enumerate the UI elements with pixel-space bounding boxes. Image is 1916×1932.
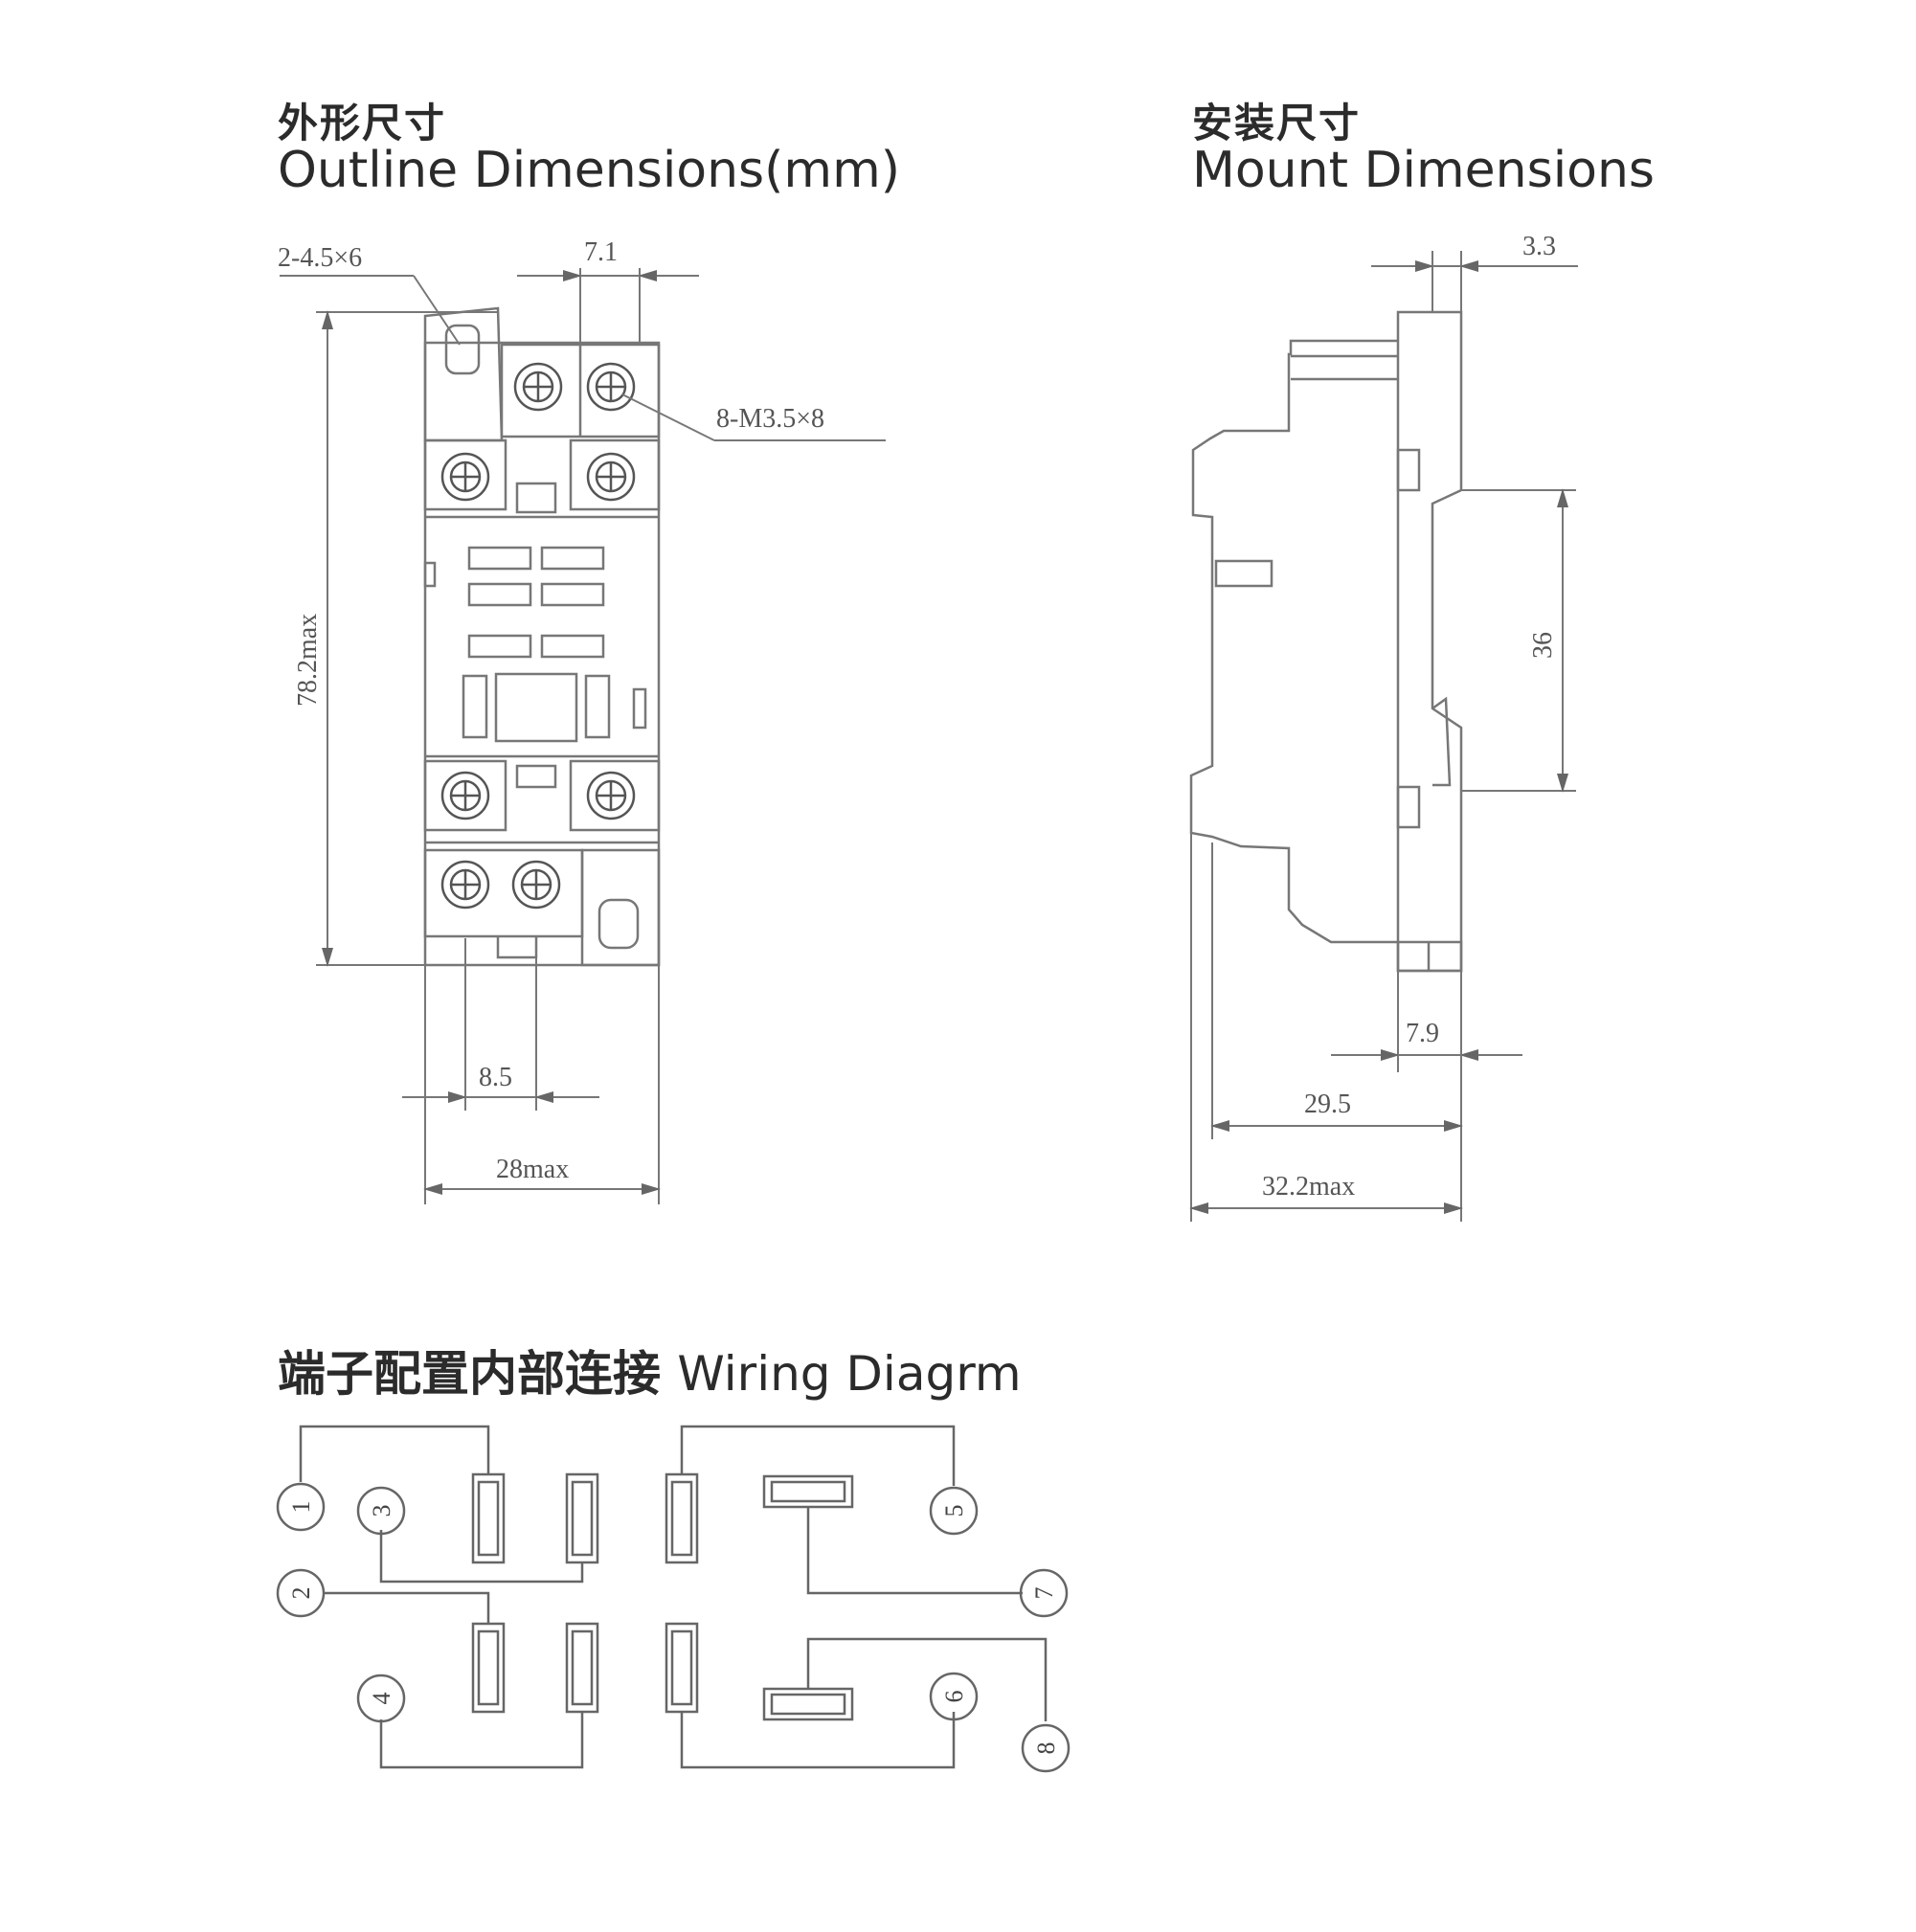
wire-2 xyxy=(324,1591,490,1624)
wiring-title-cn: 端子配置内部连接 xyxy=(278,1346,661,1402)
dim-rail-spacing: 36 xyxy=(1528,632,1558,659)
terminal-circle-2 xyxy=(276,1568,326,1618)
wire-4 xyxy=(379,1712,584,1769)
dim-terminal-pitch-top: 7.1 xyxy=(584,237,618,267)
wire-1 xyxy=(299,1425,490,1482)
dim-width: 28max xyxy=(496,1155,569,1184)
terminal-label-7: 7 xyxy=(1030,1587,1058,1600)
screw-heads xyxy=(440,362,636,910)
terminal-box-r2 xyxy=(569,438,661,511)
mount-title-cn: 安装尺寸 xyxy=(1192,100,1362,146)
dim-bottom-offset: 7.9 xyxy=(1406,1019,1439,1048)
clip-slot-bottom xyxy=(1396,785,1421,829)
terminal-circle-4 xyxy=(356,1674,406,1723)
terminal-label-1: 1 xyxy=(287,1501,315,1514)
terminal-box-l3 xyxy=(423,759,507,832)
outline-dimension-lines xyxy=(280,268,886,1204)
dim-depth: 29.5 xyxy=(1304,1090,1351,1119)
clip-slot-top xyxy=(1396,448,1421,492)
terminal-circle-5 xyxy=(929,1486,979,1536)
coil-window xyxy=(494,672,578,743)
dim-screws: 8-M3.5×8 xyxy=(716,404,824,434)
terminal-circle-8 xyxy=(1021,1723,1071,1773)
mount-drawing xyxy=(1189,310,1463,973)
dim-overall-depth: 32.2max xyxy=(1262,1172,1355,1202)
dim-mount-holes: 2-4.5×6 xyxy=(278,243,362,273)
mount-hole-top xyxy=(444,324,481,375)
dim-top-offset: 3.3 xyxy=(1522,232,1556,261)
wiring-title-en: Wiring Diagrm xyxy=(677,1346,1022,1402)
terminal-label-6: 6 xyxy=(940,1691,968,1703)
terminal-label-8: 8 xyxy=(1032,1742,1060,1755)
wire-7 xyxy=(806,1507,1023,1595)
terminal-label-3: 3 xyxy=(368,1505,395,1517)
terminal-circle-7 xyxy=(1019,1568,1069,1618)
terminal-box-r3 xyxy=(569,759,661,832)
outline-title-en: Outline Dimensions(mm) xyxy=(278,142,901,199)
wiring-title: 端子配置内部连接 Wiring Diagrm xyxy=(278,1336,1022,1404)
terminal-label-5: 5 xyxy=(940,1505,968,1517)
outline-title-cn: 外形尺寸 xyxy=(278,100,447,146)
outline-drawing xyxy=(423,306,661,967)
wire-8 xyxy=(806,1637,1048,1721)
din-clip xyxy=(1396,310,1463,973)
terminal-circle-1 xyxy=(276,1482,326,1532)
side-body xyxy=(1189,339,1398,944)
mount-hole-bottom xyxy=(597,898,640,950)
terminal-label-4: 4 xyxy=(368,1693,395,1705)
terminal-circle-6 xyxy=(929,1672,979,1721)
terminal-label-2: 2 xyxy=(287,1587,315,1600)
bottom-mount-tab xyxy=(580,848,661,967)
mount-dimension-lines xyxy=(1189,251,1578,1222)
wire-5 xyxy=(680,1425,956,1486)
wire-3 xyxy=(379,1530,584,1584)
mount-title-en: Mount Dimensions xyxy=(1192,142,1656,199)
terminal-circle-3 xyxy=(356,1486,406,1536)
wire-6 xyxy=(680,1712,956,1769)
dim-terminal-pitch-bottom: 8.5 xyxy=(479,1063,512,1092)
terminal-box-l2 xyxy=(423,438,507,511)
dim-height: 78.2max xyxy=(293,614,323,707)
wiring-diagram xyxy=(276,1425,1071,1773)
socket-body xyxy=(423,341,661,967)
